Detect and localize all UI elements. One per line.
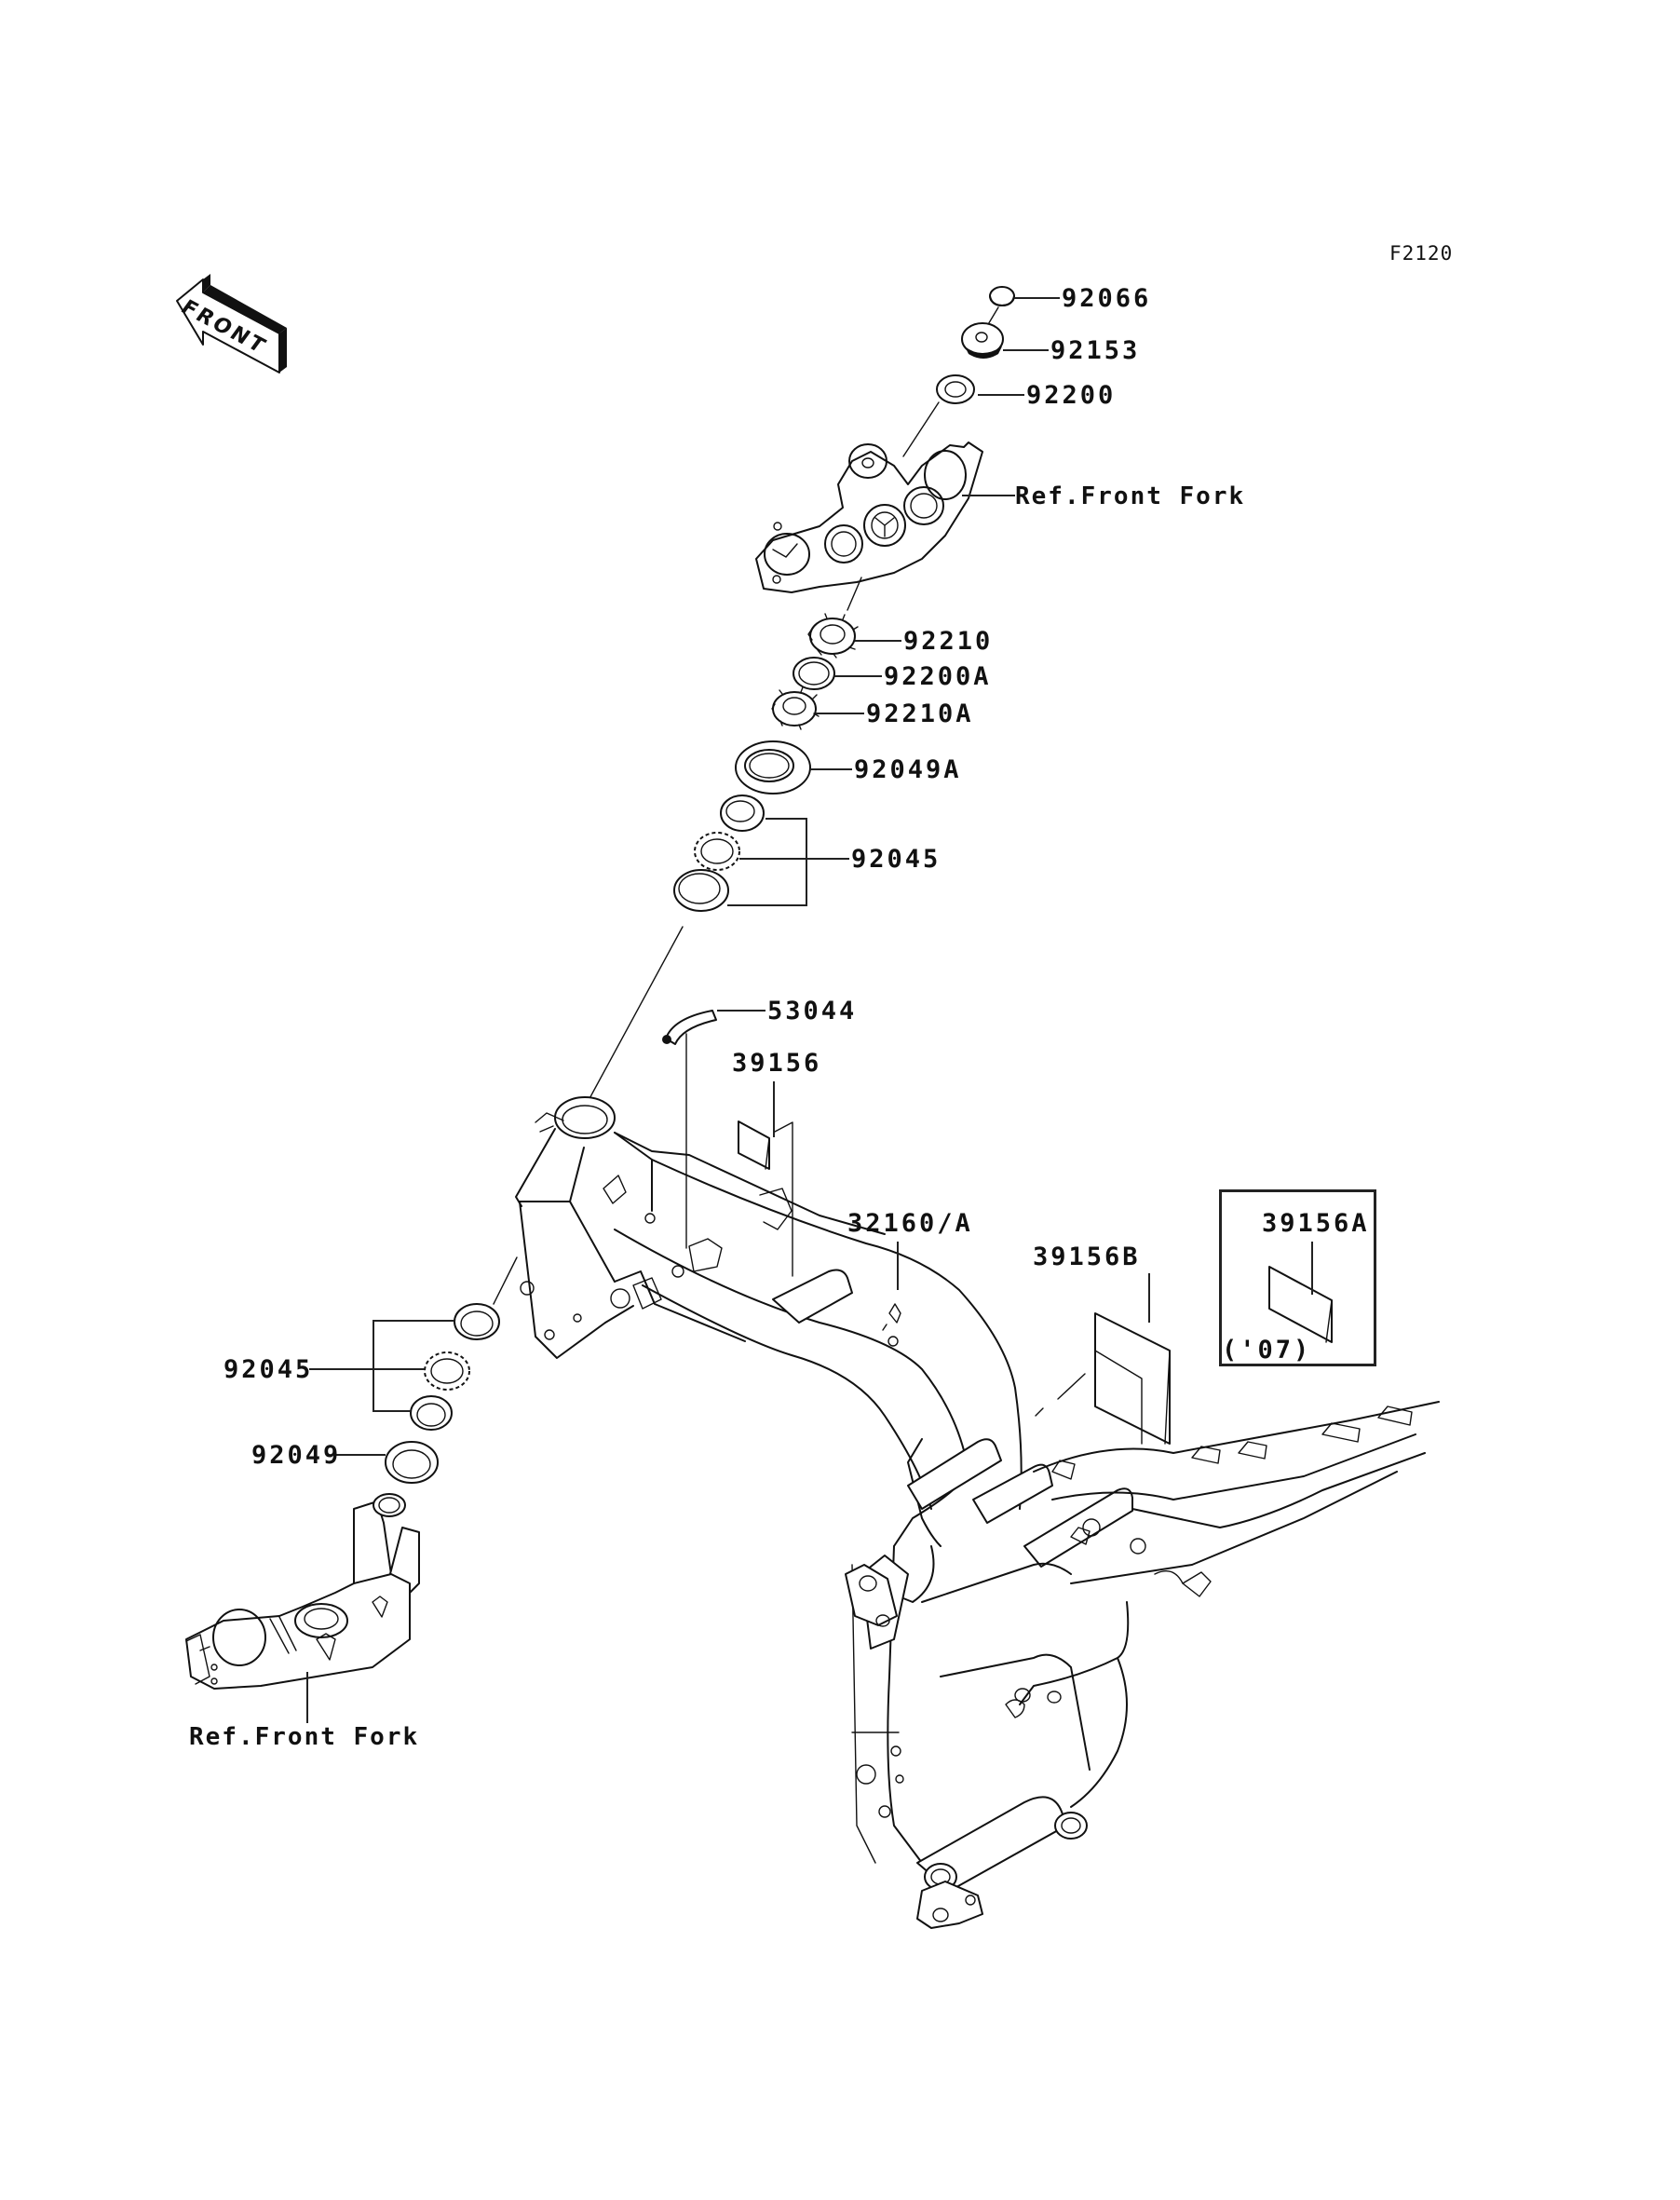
front-direction-arrow-icon xyxy=(176,274,287,373)
part-92153-stem-nut xyxy=(961,322,1004,359)
part-92049A-oil-seal xyxy=(735,740,811,794)
callout-92045-upper[interactable]: 92045 xyxy=(851,845,942,874)
leader-92045-lower xyxy=(309,1320,454,1412)
ref-front-fork-upper[interactable]: Ref.Front Fork xyxy=(1015,482,1246,510)
lower-fork-bracket-steering-stem xyxy=(185,1493,420,1690)
part-39156A-pad xyxy=(1268,1266,1333,1343)
diagram-code: F2120 xyxy=(1389,242,1454,265)
callout-92153[interactable]: 92153 xyxy=(1050,336,1141,365)
part-92200-washer xyxy=(936,374,975,404)
leader-92045-upper xyxy=(727,818,849,906)
part-92210-stem-nut xyxy=(807,613,859,659)
callout-92200[interactable]: 92200 xyxy=(1026,381,1117,410)
ref-front-fork-lower[interactable]: Ref.Front Fork xyxy=(189,1723,420,1751)
part-92045-lower-bearing-set xyxy=(410,1303,500,1431)
part-53044-hose xyxy=(662,1010,717,1045)
callout-92066[interactable]: 92066 xyxy=(1062,284,1152,313)
callout-92049[interactable]: 92049 xyxy=(251,1441,342,1470)
callout-92210[interactable]: 92210 xyxy=(903,627,994,656)
part-92045-upper-bearing-set xyxy=(673,794,765,912)
part-92066-cap xyxy=(989,286,1015,306)
callout-53044[interactable]: 53044 xyxy=(767,997,858,1025)
part-92200A-lock-washer xyxy=(793,657,835,690)
part-39156-pad xyxy=(738,1120,770,1170)
part-32160A-frame xyxy=(515,1096,1440,1929)
callout-92200A[interactable]: 92200A xyxy=(884,662,992,691)
callout-39156A[interactable]: 39156A xyxy=(1262,1209,1370,1238)
callout-92045-lower[interactable]: 92045 xyxy=(224,1355,314,1384)
callout-39156[interactable]: 39156 xyxy=(732,1049,822,1078)
part-92049-oil-seal xyxy=(385,1441,439,1484)
callout-39156B[interactable]: 39156B xyxy=(1033,1243,1141,1271)
callout-92210A[interactable]: 92210A xyxy=(866,699,974,728)
inset-39156A-box xyxy=(1219,1189,1376,1366)
callout-32160A[interactable]: 32160/A xyxy=(847,1209,973,1238)
upper-fork-bracket xyxy=(755,441,983,593)
part-39156B-pad xyxy=(1094,1312,1171,1445)
part-92210A-stem-nut xyxy=(771,686,820,730)
callout-92049A[interactable]: 92049A xyxy=(854,755,962,784)
inset-model-year-note: ('07) xyxy=(1222,1336,1312,1365)
